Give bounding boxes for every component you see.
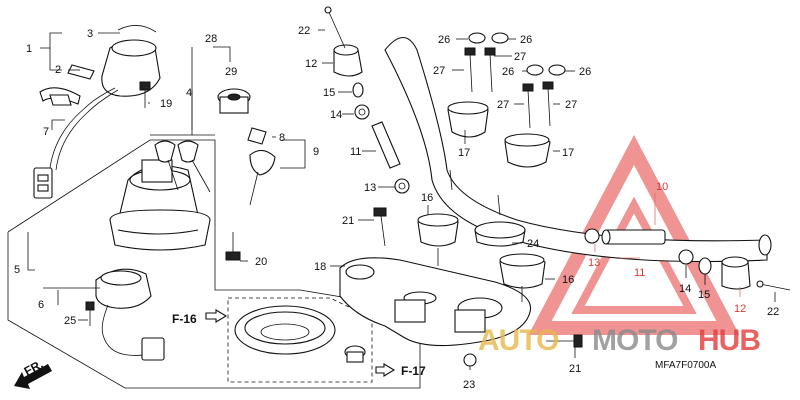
callout-22-right: 22 [767, 306, 779, 318]
top-bridge [339, 257, 532, 347]
key-set-main [154, 140, 211, 193]
callout-26-a: 26 [438, 34, 450, 46]
handlebar-holder-left [447, 101, 489, 138]
ref-label-f17: F-17 [401, 364, 426, 378]
grommet-13-right [584, 228, 600, 244]
clamp-16-right [499, 253, 546, 302]
callout-14-right: 14 [679, 283, 691, 295]
callout-15-right: 15 [698, 289, 710, 301]
callout-11-right: 11 [634, 267, 645, 279]
callout-14: 14 [330, 109, 342, 121]
callout-26-b: 26 [520, 34, 532, 46]
callout-25: 25 [64, 315, 76, 327]
nut-23 [463, 353, 477, 367]
screw-22-right [756, 280, 791, 291]
callout-13-right: 13 [588, 257, 600, 269]
ref-label-f16: F-16 [172, 312, 197, 326]
callout-4: 4 [186, 87, 192, 99]
callout-29: 29 [225, 66, 237, 78]
callout-17: 17 [458, 147, 470, 159]
callout-16: 16 [421, 192, 433, 204]
callout-12: 12 [305, 58, 317, 70]
caps-26 [468, 32, 566, 76]
callout-24: 24 [527, 238, 539, 250]
bar-end-weight-right [721, 256, 751, 290]
callout-7: 7 [43, 126, 49, 138]
washer-15 [352, 82, 364, 98]
watermark-text: AUTO MOTO HUB [478, 324, 761, 357]
callout-23: 23 [463, 379, 475, 391]
callout-2: 2 [55, 64, 61, 76]
key-9 [249, 149, 276, 206]
callout-21-lower: 21 [569, 363, 581, 375]
washer-15-right [698, 257, 712, 275]
diagram-code: MFA7F0700A [655, 360, 716, 371]
callout-17-right: 17 [562, 147, 574, 159]
callout-3: 3 [87, 28, 93, 40]
callout-labels: 1 2 3 4 5 6 7 8 9 10 11 11 12 12 13 13 1… [14, 25, 779, 391]
callout-21: 21 [342, 215, 354, 227]
callout-26-d: 26 [579, 66, 591, 78]
callout-12-right: 12 [734, 303, 746, 315]
callout-6: 6 [38, 299, 44, 311]
pipe-11-right [601, 229, 666, 245]
nut-13 [394, 178, 410, 194]
callout-9: 9 [313, 146, 319, 158]
ref-arrow-f17 [375, 363, 396, 377]
harness-wire-1 [33, 87, 119, 199]
fuel-cap-outline [227, 297, 373, 383]
screw-19 [139, 81, 151, 108]
screw-25 [85, 301, 95, 326]
watermark-auto: AUTO [478, 324, 559, 357]
callout-20: 20 [255, 256, 267, 268]
callout-13: 13 [364, 182, 376, 194]
callout-28: 28 [205, 33, 217, 45]
callout-1: 1 [26, 43, 32, 55]
callout-18: 18 [314, 261, 326, 273]
bolt-21-upper [373, 207, 387, 247]
clamp-16-left [417, 213, 459, 266]
damper-24 [474, 221, 526, 247]
leader-lines [27, 29, 776, 370]
pipe-11 [371, 121, 401, 169]
callout-8: 8 [279, 132, 285, 144]
callout-27-a: 27 [433, 65, 445, 77]
sub-switch-6 [95, 268, 165, 361]
handlebar-holder-right [504, 133, 551, 168]
lock-cylinder [217, 88, 251, 114]
bolt-20 [225, 232, 241, 261]
watermark-hub: HUB [698, 324, 760, 357]
grommet-14 [354, 104, 370, 120]
handlebar [384, 36, 772, 263]
ignition-switch [109, 159, 211, 251]
wire-clip [39, 87, 81, 106]
bolt-21-lower [546, 334, 583, 348]
callout-27-b: 27 [514, 51, 526, 63]
callout-11: 11 [350, 146, 361, 158]
key-blank [247, 127, 267, 145]
grommet-14-right [678, 249, 694, 265]
callout-22: 22 [298, 25, 310, 37]
callout-19: 19 [160, 98, 172, 110]
callout-27-c: 27 [497, 99, 509, 111]
fuel-cap [234, 305, 366, 363]
bar-end-weight-top [324, 6, 363, 77]
front-arrow [14, 364, 52, 389]
callout-10: 10 [656, 181, 668, 193]
ref-arrow-f16 [205, 309, 228, 323]
callout-5: 5 [14, 264, 20, 276]
bolts-27 [464, 47, 554, 129]
callout-16-right: 16 [562, 274, 574, 286]
watermark-moto: MOTO [592, 324, 678, 357]
callout-26-c: 26 [502, 66, 514, 78]
callout-27-d: 27 [565, 99, 577, 111]
callout-15: 15 [323, 87, 335, 99]
